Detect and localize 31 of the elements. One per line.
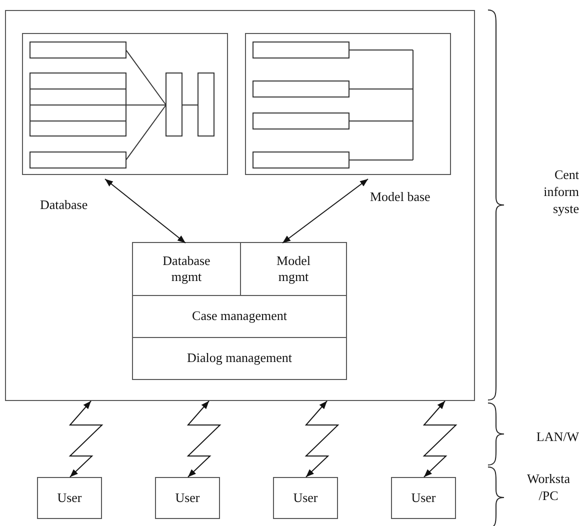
side-label: Worksta /PC [526,470,571,504]
management-box [133,243,348,381]
arrow [186,400,222,478]
side-label: Cent inform syste [542,166,579,217]
module-cell [132,295,347,338]
user-box [273,477,338,519]
node-label: User [293,490,318,506]
arrow [282,178,368,244]
module-caption: Database [40,197,88,213]
module-cell [132,242,241,296]
node-label: Database mgmt [162,252,212,286]
user-box [155,477,220,519]
side-label: LAN/W [535,428,579,445]
user-box [391,477,456,519]
arrow [304,400,340,478]
node-label: User [411,490,436,506]
management-box [22,33,228,175]
node-label: Model mgmt [276,252,312,286]
node-label: Case management [192,308,287,325]
node-label: User [57,490,82,506]
module-cell [240,242,347,296]
management-box [245,33,451,175]
arrow [422,400,458,478]
arrow [68,400,104,478]
node-label: User [175,490,200,506]
user-box [37,477,102,519]
node-label: Dialog management [186,350,292,367]
module-caption: Model base [370,189,430,205]
module-cell [132,337,347,380]
system-box [5,10,475,401]
arrow [104,178,186,244]
